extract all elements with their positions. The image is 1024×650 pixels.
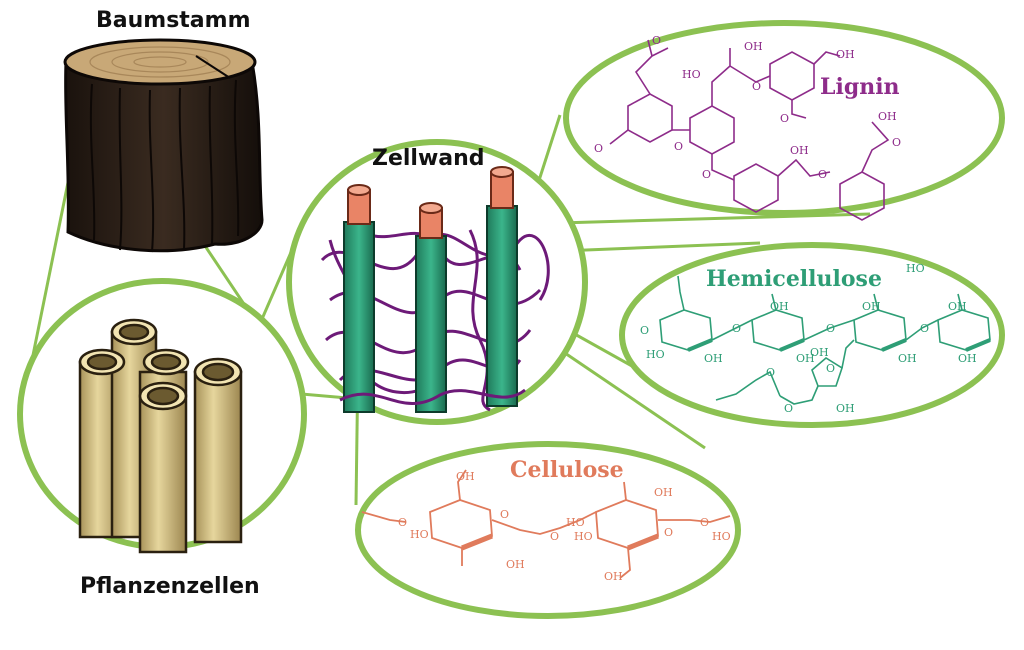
atom-o: O — [766, 366, 775, 379]
atom-o: O — [398, 516, 407, 529]
atom-oh: OH — [898, 352, 917, 365]
atom-oh: OH — [654, 486, 673, 499]
microfibril-middle — [415, 202, 447, 413]
atom-o: O — [700, 516, 709, 529]
tree-trunk — [63, 38, 264, 253]
atom-oh: OH — [744, 40, 763, 53]
atom-o: O — [780, 112, 789, 125]
atom-o: O — [826, 362, 835, 375]
atom-o: O — [784, 402, 793, 415]
label-hemicellulose: Hemicellulose — [706, 266, 882, 292]
atom-o: O — [674, 140, 683, 153]
atom-o: O — [550, 530, 559, 543]
atom-o: O — [818, 168, 827, 181]
cellulose-panel: O OH O HO OH O HO HO OH O OH O HO — [355, 441, 741, 619]
atom-o: O — [664, 526, 673, 539]
label-tree-trunk: Baumstamm — [96, 8, 251, 33]
label-lignin: Lignin — [820, 74, 900, 100]
atom-oh: OH — [862, 300, 881, 313]
atom-oh: OH — [506, 558, 525, 571]
atom-ho: HO — [410, 528, 429, 541]
atom-oh: OH — [790, 144, 809, 157]
atom-o: O — [892, 136, 901, 149]
atom-oh: OH — [704, 352, 723, 365]
atom-oh: OH — [604, 570, 623, 583]
atom-oh: OH — [948, 300, 967, 313]
atom-o: O — [732, 322, 741, 335]
microfibril-right — [486, 166, 518, 407]
atom-ho: HO — [646, 348, 665, 361]
atom-ho: HO — [566, 516, 585, 529]
atom-oh: OH — [456, 470, 475, 483]
atom-o: O — [594, 142, 603, 155]
atom-oh: OH — [810, 346, 829, 359]
hemicellulose-panel: O O O O HO OH OH OH OH OH OH OH HO O OH … — [619, 242, 1005, 428]
atom-ho: HO — [574, 530, 593, 543]
atom-oh: OH — [836, 48, 855, 61]
atom-o: O — [752, 80, 761, 93]
microfibril-left — [343, 184, 375, 413]
atom-oh: OH — [796, 352, 815, 365]
atom-o: O — [500, 508, 509, 521]
atom-o: O — [826, 322, 835, 335]
atom-oh: OH — [770, 300, 789, 313]
atom-o: O — [920, 322, 929, 335]
atom-ho: HO — [682, 68, 701, 81]
atom-oh: OH — [958, 352, 977, 365]
lignin-panel: O HO OH O OH O O O O OH O OH O — [563, 20, 1005, 221]
atom-o: O — [640, 324, 649, 337]
atom-oh: OH — [878, 110, 897, 123]
atom-o: O — [652, 34, 661, 47]
atom-o: O — [702, 168, 711, 181]
label-cell-wall: Zellwand — [372, 146, 485, 171]
label-plant-cells: Pflanzenzellen — [80, 574, 260, 599]
atom-oh: OH — [836, 402, 855, 415]
atom-ho: HO — [906, 262, 925, 275]
cell-wall — [286, 139, 588, 425]
atom-ho: HO — [712, 530, 731, 543]
label-cellulose: Cellulose — [510, 457, 624, 483]
plant-cells — [17, 278, 307, 554]
